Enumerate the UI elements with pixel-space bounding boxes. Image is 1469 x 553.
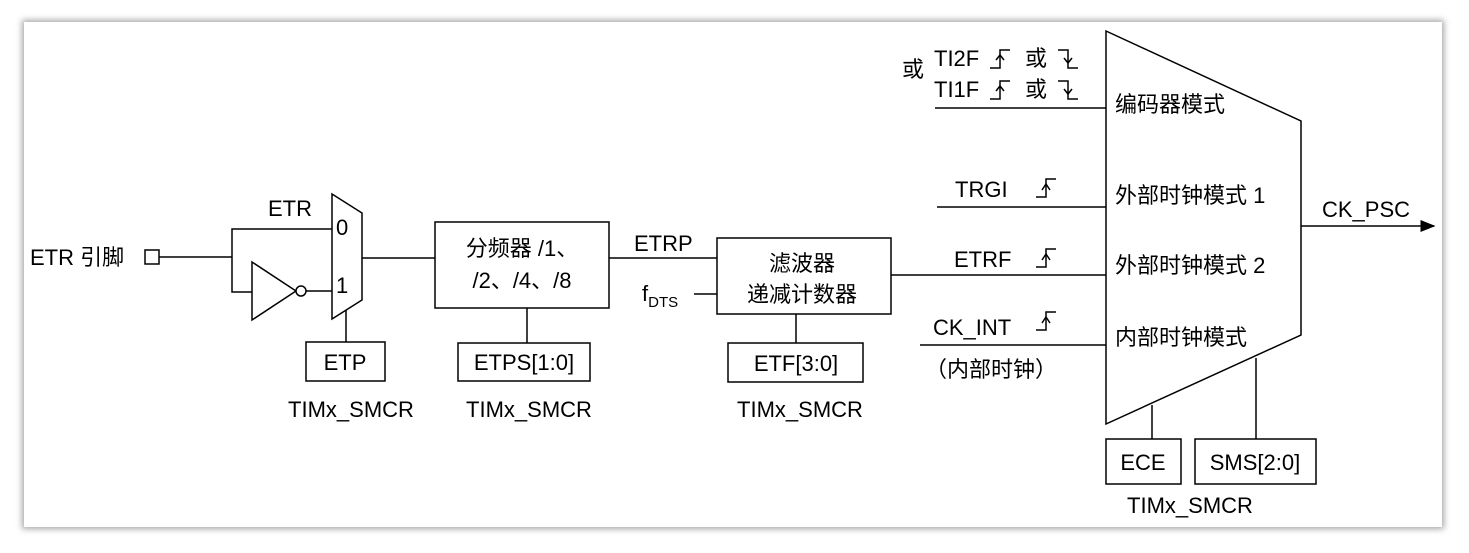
prescaler-line1: 分频器 /1、 — [466, 236, 578, 261]
inverter-symbol — [251, 260, 298, 322]
inverter-in-wire — [231, 257, 252, 293]
etrf-label: ETRF — [954, 247, 1011, 272]
filter-box — [716, 237, 892, 315]
ckint-note: （内部时钟） — [925, 357, 1057, 382]
trgi-edge-arrow-icon — [1041, 182, 1051, 191]
trgi-label: TRGI — [955, 177, 1008, 202]
etf-label: ETF[3:0] — [754, 351, 838, 376]
mux-in0-wire — [231, 228, 332, 257]
prescaler-reg-label: TIMx_SMCR — [466, 397, 592, 422]
ti1f-falling-arrow-icon — [1063, 88, 1073, 96]
etf-box — [727, 342, 864, 383]
ece-box — [1105, 438, 1182, 485]
filter-reg-label: TIMx_SMCR — [737, 397, 863, 422]
etr-pin-square — [144, 249, 160, 265]
mux-in0-label: 0 — [336, 215, 348, 240]
mux-in1-label: 1 — [336, 273, 348, 298]
prescaler-line2: /2、/4、/8 — [472, 268, 571, 293]
ckint-label: CK_INT — [933, 315, 1011, 340]
etp-reg-label: TIMx_SMCR — [288, 397, 414, 422]
encoder-mode-label: 编码器模式 — [1115, 92, 1225, 117]
ti2f-rising-edge-icon — [990, 49, 1010, 69]
ckint-edge-icon — [1036, 311, 1056, 331]
ext-clock-mode2-label: 外部时钟模式 2 — [1115, 253, 1265, 278]
filter-line1: 滤波器 — [769, 251, 835, 276]
ti2f-falling-edge-icon — [1058, 49, 1078, 69]
mux-label: ETR — [268, 196, 312, 221]
sms-box — [1194, 438, 1317, 485]
etps-label: ETPS[1:0] — [474, 350, 574, 375]
etrf-edge-arrow-icon — [1041, 252, 1051, 261]
inverter-bubble — [295, 285, 307, 297]
ck-psc-label: CK_PSC — [1322, 197, 1410, 222]
ece-label: ECE — [1120, 450, 1165, 475]
etps-box — [457, 342, 591, 382]
clock-selector — [1105, 29, 1302, 426]
etr-mux — [331, 192, 363, 321]
ti1f-falling-edge-icon — [1058, 80, 1078, 100]
ti2f-falling-arrow-icon — [1063, 57, 1073, 65]
fdts-label: fDTS — [642, 281, 678, 311]
ti1f-or: 或 — [1025, 77, 1047, 102]
ti2f-label: TI2F — [934, 46, 979, 71]
diagram-frame — [24, 22, 1442, 527]
ti2f-or: 或 — [1025, 46, 1047, 71]
etrf-edge-icon — [1036, 248, 1056, 268]
ext-clock-mode1-label: 外部时钟模式 1 — [1115, 183, 1265, 208]
trgi-edge-icon — [1036, 178, 1056, 198]
filter-line2: 递减计数器 — [747, 282, 857, 307]
etr-pin-label: ETR 引脚 — [30, 245, 124, 270]
prescaler-box — [434, 221, 610, 309]
ckint-edge-arrow-icon — [1041, 315, 1051, 324]
etrp-label: ETRP — [634, 231, 693, 256]
encoder-prefix-or: 或 — [902, 57, 924, 82]
etp-box — [305, 341, 386, 382]
ti1f-rising-edge-icon — [990, 80, 1010, 100]
ti1f-label: TI1F — [934, 77, 979, 102]
selector-reg-label: TIMx_SMCR — [1127, 493, 1253, 518]
etp-label: ETP — [324, 350, 367, 375]
sms-label: SMS[2:0] — [1210, 450, 1300, 475]
internal-clock-mode-label: 内部时钟模式 — [1115, 325, 1247, 350]
ti1f-rising-arrow-icon — [995, 84, 1005, 92]
ti2f-rising-arrow-icon — [995, 53, 1005, 61]
